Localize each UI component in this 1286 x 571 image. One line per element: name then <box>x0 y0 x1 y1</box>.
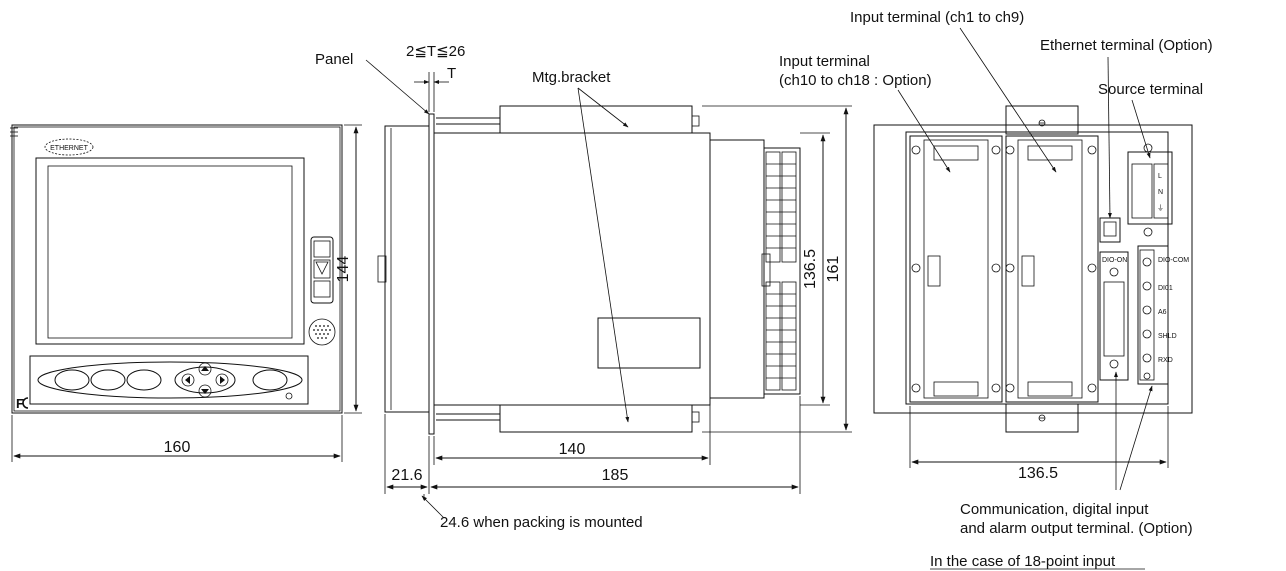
speaker-grille <box>308 318 336 346</box>
label-case-note: In the case of 18-point input <box>930 553 1116 570</box>
dim-depth-185: 185 <box>602 467 629 484</box>
display-screen <box>47 165 293 339</box>
rear-housing <box>873 124 1193 414</box>
side-terminal-block <box>763 147 801 395</box>
label-comm-line1: Communication, digital input <box>960 501 1149 518</box>
function-key-2 <box>90 369 126 391</box>
label-ethernet-terminal: Ethernet terminal (Option) <box>1040 37 1213 54</box>
label-panel: Panel <box>315 51 353 68</box>
dio-on-label: DIO-ON <box>1102 257 1127 264</box>
function-key-1 <box>54 369 90 391</box>
label-mtg-bracket: Mtg.bracket <box>532 69 611 86</box>
dim-front-height: 144 <box>335 256 352 283</box>
rear-view: L N ⏚ DIO-ON DIO-COM DI01 A6 SHLD RXD In… <box>779 9 1213 570</box>
module-ch10-18 <box>909 135 1003 403</box>
label-comm-line2: and alarm output terminal. (Option) <box>960 520 1193 537</box>
source-terminal-block <box>1127 151 1173 225</box>
bottom-bracket <box>499 404 693 433</box>
comm-label-1: DI01 <box>1158 285 1173 292</box>
dio-connector <box>1099 251 1129 381</box>
side-body <box>433 132 711 406</box>
side-connector <box>310 236 334 304</box>
rear-top-tab <box>1005 105 1079 135</box>
rear-frame <box>905 131 1169 405</box>
side-terminal-housing <box>709 139 765 399</box>
comm-label-2: A6 <box>1158 309 1167 316</box>
module-ch1-9 <box>1005 135 1099 403</box>
dim-height-161: 161 <box>825 256 842 283</box>
front-bezel <box>11 124 343 414</box>
status-led <box>285 392 293 400</box>
comm-terminal-block <box>1137 245 1169 385</box>
rear-bottom-tab <box>1005 403 1079 433</box>
source-label-n: N <box>1158 189 1163 196</box>
label-source-terminal: Source terminal <box>1098 81 1203 98</box>
comm-label-3: SHLD <box>1158 333 1177 340</box>
rear-label <box>597 317 701 369</box>
top-bracket <box>499 105 693 134</box>
dim-depth-21: 21.6 <box>391 467 422 484</box>
label-packing-note: 24.6 when packing is mounted <box>440 514 643 531</box>
panel-plate <box>428 113 435 435</box>
comm-label-0: DIO-COM <box>1158 257 1189 264</box>
label-t: T <box>447 65 456 82</box>
brand-logo: F <box>16 396 24 411</box>
side-view: Panel 2≦T≦26 T Mtg.bracket 161 136.5 140… <box>315 43 852 531</box>
function-key-4 <box>252 369 288 391</box>
side-latch <box>377 255 387 283</box>
dim-height-136: 136.5 <box>802 249 819 289</box>
label-input-ch1-9: Input terminal (ch1 to ch9) <box>850 9 1024 26</box>
comm-label-4: RXD <box>1158 357 1173 364</box>
keypad-panel <box>29 355 309 405</box>
ethernet-badge: ETHERNET <box>50 145 88 152</box>
function-key-3 <box>126 369 162 391</box>
front-view: ETHERNET F <box>10 124 362 462</box>
side-bezel <box>384 125 430 413</box>
label-input-ch10-18-line1: Input terminal <box>779 53 870 70</box>
source-label-l: L <box>1158 173 1162 180</box>
label-thickness: 2≦T≦26 <box>406 43 465 60</box>
label-input-ch10-18-line2: (ch10 to ch18 : Option) <box>779 72 932 89</box>
source-label-ground: ⏚ <box>1157 204 1164 212</box>
dim-depth-140: 140 <box>559 441 586 458</box>
display-frame <box>35 157 305 345</box>
dim-rear-width: 136.5 <box>1018 465 1058 482</box>
dim-front-width: 160 <box>164 439 191 456</box>
